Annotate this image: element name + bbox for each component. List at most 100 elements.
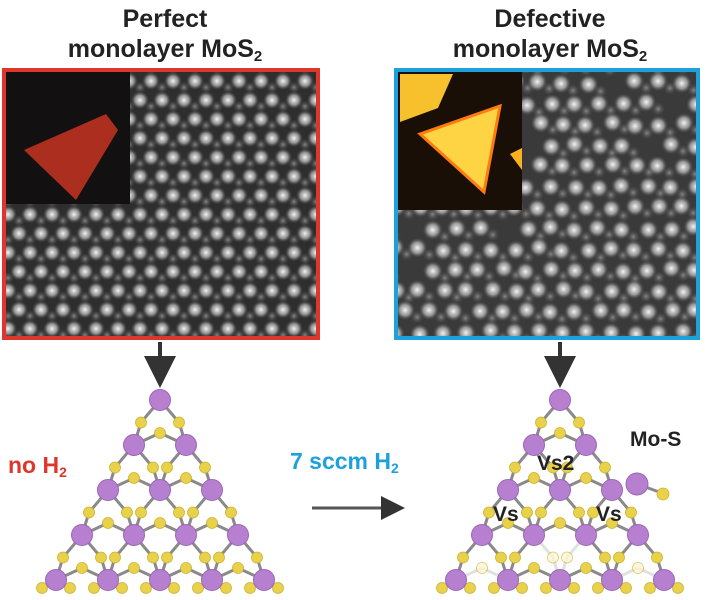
sulfur-atom [232, 562, 244, 574]
sulfur-atom [161, 551, 173, 564]
molybdenum-atom [549, 569, 571, 591]
sulfur-atom [187, 506, 199, 519]
sulfur-atom [651, 551, 663, 564]
molybdenum-atom [71, 524, 93, 546]
sulfur-atom [457, 551, 469, 564]
sulfur-atom [168, 582, 180, 594]
sulfur-atom [161, 461, 173, 474]
sulfur-atom [599, 551, 611, 564]
sulfur-atom [135, 506, 147, 519]
sulfur-atom [109, 461, 121, 474]
sulfur-atom [587, 506, 599, 519]
sulfur-atom [147, 461, 159, 474]
perfect-title-line1: Perfect [122, 5, 208, 33]
sulfur-atom [436, 582, 448, 594]
molybdenum-atom [549, 389, 571, 411]
sulfur-atom [488, 582, 500, 594]
molybdenum-atom [601, 569, 623, 591]
sulfur-atom [220, 582, 232, 594]
sulfur-atom [128, 562, 140, 574]
sulfur-atom [36, 582, 48, 594]
sulfur-atom [109, 551, 121, 564]
sulfur-atom [95, 551, 107, 564]
sulfur-atom [116, 582, 128, 594]
sulfur-atom [464, 582, 476, 594]
molybdenum-atom [497, 479, 519, 501]
molybdenum-atom [97, 479, 119, 501]
sulfur-atom [173, 506, 185, 519]
h2-flow-label: 7 sccm H2 [290, 448, 399, 476]
molybdenum-atom [201, 479, 223, 501]
sulfur-atom [140, 582, 152, 594]
yellow-flake-triangle [417, 103, 502, 195]
sulfur-atom [509, 461, 521, 474]
sulfur-atom [535, 506, 547, 519]
molybdenum-atom [227, 524, 249, 546]
sulfur-atom [554, 517, 566, 529]
molybdenum-atom [149, 389, 171, 411]
molybdenum-atom [471, 524, 493, 546]
molybdenum-atom [149, 479, 171, 501]
sulfur-atom [573, 506, 585, 519]
sulfur-atom [251, 551, 263, 564]
molybdenum-atom [175, 524, 197, 546]
sulfur-atom [573, 416, 585, 429]
molybdenum-atom [97, 569, 119, 591]
sulfur-atom [272, 582, 284, 594]
sulfur-atom [173, 416, 185, 429]
sulfur-atom [76, 562, 88, 574]
sulfur-atom [128, 472, 140, 484]
legend-mo-atom [625, 472, 649, 496]
defective-stem-image [394, 68, 700, 340]
sulfur-atom [495, 551, 507, 564]
sulfur-atom [672, 582, 684, 594]
sulfur-atom [192, 582, 204, 594]
sulfur-atom [613, 551, 625, 564]
sulfur-atom [592, 582, 604, 594]
molybdenum-atom [523, 524, 545, 546]
defective-mos2-structure [436, 389, 684, 594]
molybdenum-atom [445, 569, 467, 591]
sulfur-atom [154, 517, 166, 529]
molybdenum-atom [175, 434, 197, 456]
molybdenum-atom [149, 569, 171, 591]
sulfur-atom [199, 461, 211, 474]
molybdenum-atom [45, 569, 67, 591]
molybdenum-atom [523, 434, 545, 456]
sulfur-atom [625, 506, 637, 519]
sulfur-atom [180, 472, 192, 484]
red-flake-shape [24, 114, 118, 200]
sulfur-atom [64, 582, 76, 594]
molybdenum-atom [253, 569, 275, 591]
perfect-title-line2: monolayer MoS2 [67, 35, 263, 65]
defective-title-line1: Defective [494, 5, 606, 33]
sulfur-atom [528, 562, 540, 574]
sulfur-atom [135, 416, 147, 429]
sulfur-atom [102, 517, 114, 529]
yellow-flake-top [400, 74, 453, 122]
sulfur-atom [147, 551, 159, 564]
sulfur-atom [57, 551, 69, 564]
molybdenum-atom [123, 524, 145, 546]
sulfur-atom [199, 551, 211, 564]
mo-s-legend-label: Mo-S [630, 428, 682, 451]
sulfur-atom [521, 506, 533, 519]
sulfur-atom [225, 506, 237, 519]
molybdenum-atom [627, 524, 649, 546]
sulfur-atom [606, 517, 618, 529]
sulfur-atom [580, 562, 592, 574]
no-h2-label: no H2 [8, 452, 67, 480]
sulfur-atom [180, 562, 192, 574]
sulfur-atom [483, 506, 495, 519]
sulfur-vacancy [547, 551, 559, 564]
vs2-label: Vs2 [537, 452, 574, 475]
sulfur-atom [535, 416, 547, 429]
molybdenum-atom [549, 479, 571, 501]
sulfur-atom [540, 582, 552, 594]
sulfur-vacancy [632, 562, 644, 574]
defective-lattice-image [398, 72, 696, 336]
sulfur-atom [502, 517, 514, 529]
sulfur-vacancy [561, 551, 573, 564]
sulfur-atom [554, 427, 566, 439]
